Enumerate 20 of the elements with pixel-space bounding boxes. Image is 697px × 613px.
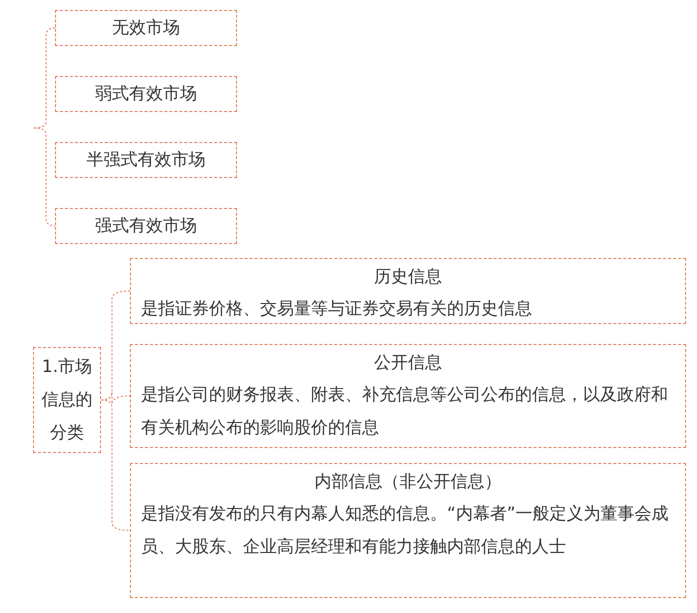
label-box xyxy=(33,347,101,453)
market-type: 无效市场 xyxy=(111,17,181,40)
info-description: 是指没有发布的只有内幕人知悉的信息。“内幕者”一般定义为董事会成员、大股东、企业高层经理和有能力接触内部信息的人士 xyxy=(140,503,670,559)
info-heading: 公开信息 xyxy=(373,352,443,375)
info-box xyxy=(130,258,686,324)
label-box xyxy=(55,142,237,178)
info-heading: 历史信息 xyxy=(373,266,443,289)
market-type: 强式有效市场 xyxy=(94,215,198,238)
brace-connector xyxy=(100,400,130,531)
info-description: 是指证券价格、交易量等与证券交易有关的历史信息 xyxy=(140,298,533,321)
market-type: 半强式有效市场 xyxy=(86,149,206,172)
label-box xyxy=(55,76,237,112)
category-title: 1.市场信息的分类 xyxy=(40,356,94,445)
info-heading: 内部信息（非公开信息） xyxy=(314,471,502,494)
market-type: 弱式有效市场 xyxy=(94,83,198,106)
label-box xyxy=(55,10,237,46)
info-box xyxy=(130,463,686,598)
info-description: 是指公司的财务报表、附表、补充信息等公司公布的信息，以及政府和有关机构公布的影响股价的信息 xyxy=(140,384,669,440)
info-box xyxy=(130,344,686,448)
label-box xyxy=(55,208,237,244)
